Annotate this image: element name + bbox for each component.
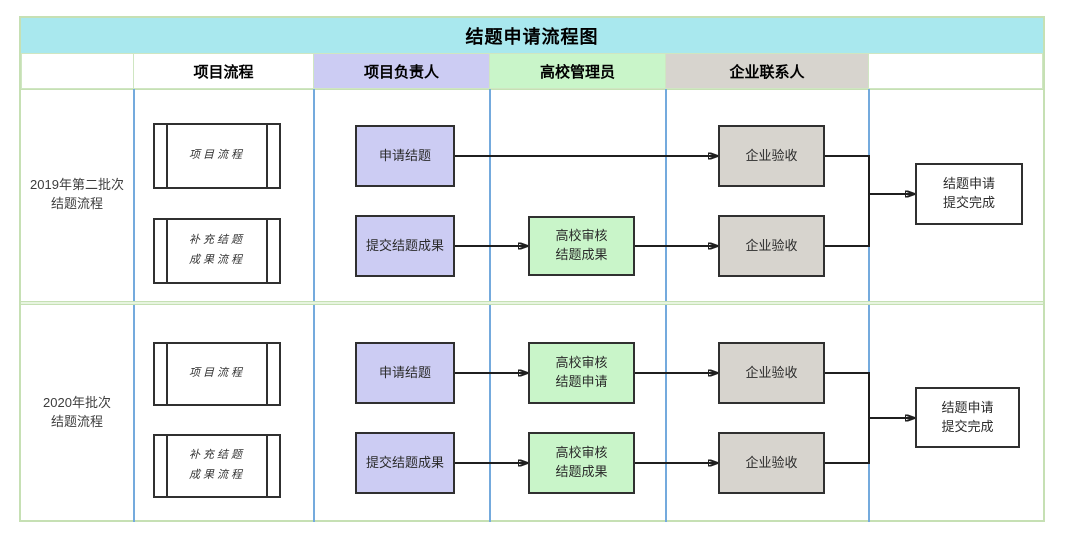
column-divider bbox=[868, 89, 870, 522]
predefined-process-2020-supplement: 补充结题 成果流程 bbox=[153, 434, 281, 498]
node-2019-submit: 提交结题成果 bbox=[355, 215, 455, 277]
column-divider bbox=[313, 89, 315, 522]
diagram-title: 结题申请流程图 bbox=[465, 26, 599, 47]
header-cell-empty-left bbox=[21, 53, 134, 89]
header-row: 项目流程 项目负责人 高校管理员 企业联系人 bbox=[21, 53, 1043, 90]
predefined-process-2019-project: 项目流程 bbox=[153, 123, 281, 189]
column-divider bbox=[133, 89, 135, 522]
header-cell-process: 项目流程 bbox=[133, 53, 314, 89]
header-label-leader: 项目负责人 bbox=[363, 63, 439, 81]
column-divider bbox=[489, 89, 491, 522]
predefined-process-2020-project: 项目流程 bbox=[153, 342, 281, 406]
node-2019-accept-top: 企业验收 bbox=[718, 125, 825, 187]
node-2019-done: 结题申请 提交完成 bbox=[915, 163, 1023, 225]
column-divider bbox=[665, 89, 667, 522]
predefined-process-2019-supplement: 补充结题 成果流程 bbox=[153, 218, 281, 284]
node-2020-submit: 提交结题成果 bbox=[355, 432, 455, 494]
row-label-2019: 2019年第二批次 结题流程 bbox=[30, 177, 124, 211]
header-label-admin: 高校管理员 bbox=[539, 63, 615, 81]
row-divider bbox=[21, 301, 1043, 305]
node-2019-review-results: 高校审核 结题成果 bbox=[528, 216, 635, 276]
header-cell-admin: 高校管理员 bbox=[489, 53, 666, 89]
node-2019-apply: 申请结题 bbox=[355, 125, 455, 187]
header-cell-empty-right bbox=[868, 53, 1043, 89]
node-2020-done: 结题申请 提交完成 bbox=[915, 387, 1020, 448]
node-2020-review-results: 高校审核 结题成果 bbox=[528, 432, 635, 494]
header-label-process: 项目流程 bbox=[193, 63, 254, 81]
diagram-title-bar: 结题申请流程图 bbox=[21, 18, 1043, 54]
node-2020-apply: 申请结题 bbox=[355, 342, 455, 404]
header-cell-leader: 项目负责人 bbox=[313, 53, 490, 89]
node-2020-review-apply: 高校审核 结题申请 bbox=[528, 342, 635, 404]
header-label-contact: 企业联系人 bbox=[729, 63, 805, 81]
node-2019-accept-bottom: 企业验收 bbox=[718, 215, 825, 277]
node-2020-accept-bottom: 企业验收 bbox=[718, 432, 825, 494]
row-label-2020: 2020年批次 结题流程 bbox=[43, 394, 111, 429]
header-cell-contact: 企业联系人 bbox=[665, 53, 869, 89]
node-2020-accept-top: 企业验收 bbox=[718, 342, 825, 404]
